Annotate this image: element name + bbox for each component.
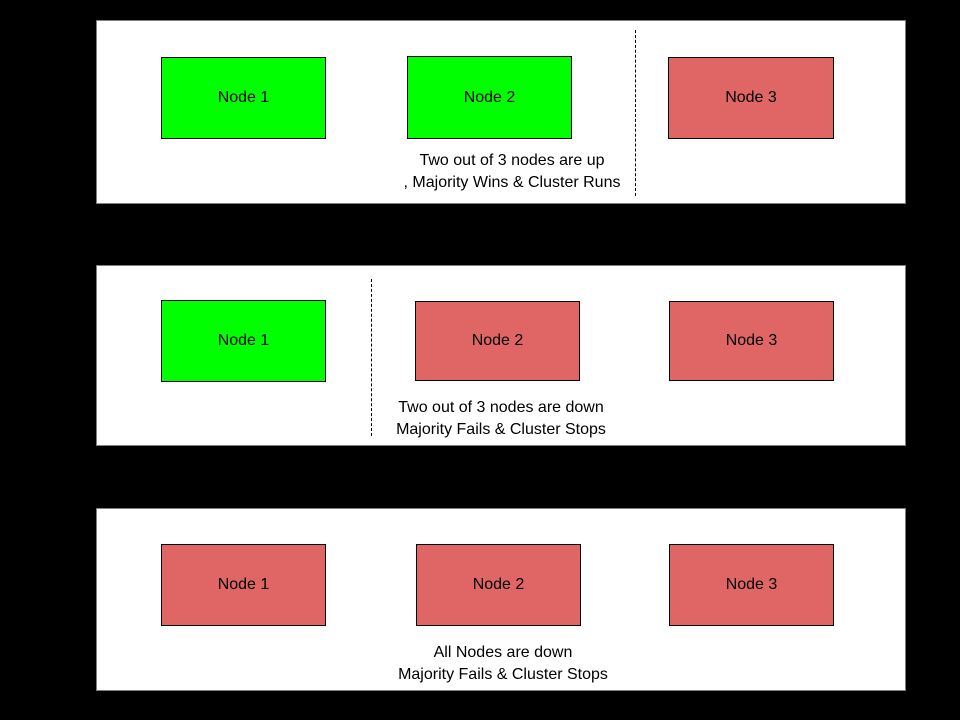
node-label: Node 3 — [725, 89, 777, 106]
node-box-1: Node 1 — [161, 57, 326, 139]
node-label: Node 2 — [471, 332, 524, 349]
scenario-panel-majority-wins: Node 1 Node 2 Node 3 Two out of 3 nodes … — [96, 20, 906, 204]
node-label: Node 1 — [217, 576, 270, 593]
node-box-3: Node 3 — [668, 57, 834, 139]
caption-line-2: Majority Fails & Cluster Stops — [398, 666, 608, 683]
caption-line-1: All Nodes are down — [433, 644, 573, 661]
node-box-3: Node 3 — [669, 544, 834, 626]
node-label: Node 3 — [725, 332, 778, 349]
node-box-1: Node 1 — [161, 544, 326, 626]
node-label: Node 3 — [725, 576, 778, 593]
node-box-1: Node 1 — [161, 300, 326, 382]
partition-divider-line — [635, 30, 636, 196]
caption-line-2: , Majority Wins & Cluster Runs — [403, 174, 621, 191]
node-box-2: Node 2 — [407, 56, 572, 139]
node-box-2: Node 2 — [416, 544, 581, 626]
scenario-panel-all-down: Node 1 Node 2 Node 3 All Nodes are down … — [96, 508, 906, 691]
node-label: Node 1 — [217, 89, 270, 106]
panel-caption: Two out of 3 nodes are up , Majority Win… — [404, 150, 621, 194]
node-label: Node 2 — [463, 88, 516, 106]
caption-line-1: Two out of 3 nodes are up — [419, 152, 605, 169]
node-box-2: Node 2 — [415, 301, 580, 381]
caption-line-2: Majority Fails & Cluster Stops — [396, 421, 606, 438]
node-label: Node 2 — [472, 576, 525, 593]
partition-divider-line — [371, 279, 372, 436]
caption-line-1: Two out of 3 nodes are down — [398, 399, 604, 416]
scenario-panel-majority-fails: Node 1 Node 2 Node 3 Two out of 3 nodes … — [96, 265, 906, 446]
node-box-3: Node 3 — [669, 301, 834, 381]
panel-caption: All Nodes are down Majority Fails & Clus… — [398, 642, 608, 686]
panel-caption: Two out of 3 nodes are down Majority Fai… — [396, 397, 606, 441]
node-label: Node 1 — [217, 332, 270, 349]
